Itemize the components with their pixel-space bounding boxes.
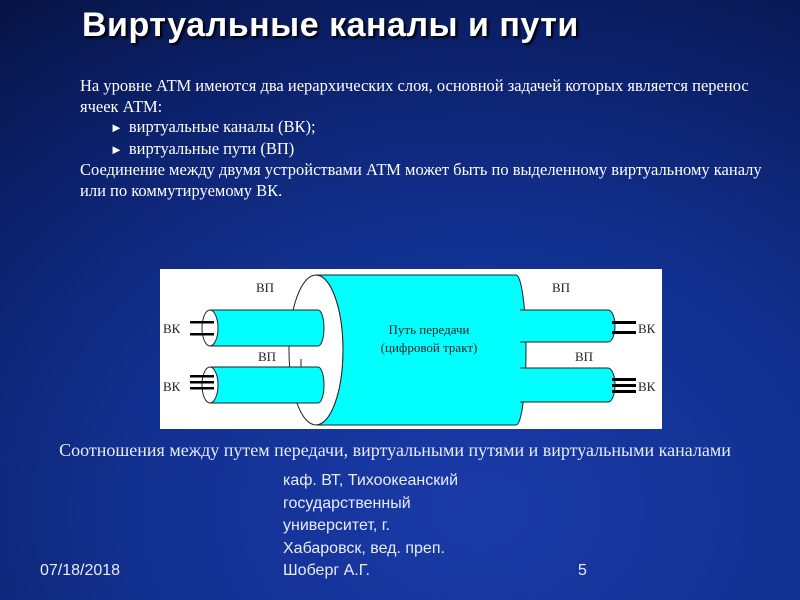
vp-tube-right-top bbox=[520, 309, 616, 343]
path-cylinder-body bbox=[315, 274, 527, 426]
path-label: Путь передачи bbox=[389, 322, 470, 337]
footer-line: университет, г. bbox=[283, 517, 391, 534]
footer-line: Шоберг А.Г. bbox=[283, 562, 370, 579]
slide-title: Виртуальные каналы и пути bbox=[82, 6, 579, 44]
arrow-bullet-icon: ► bbox=[110, 141, 123, 157]
vk-label: ВК bbox=[638, 321, 656, 336]
vp-tube-end bbox=[201, 366, 219, 404]
bullet-text: виртуальные каналы (ВК); bbox=[128, 117, 316, 136]
bullet-item: ► виртуальные пути (ВП) bbox=[80, 139, 780, 161]
footer-date: 07/18/2018 bbox=[40, 562, 121, 579]
bullet-text: виртуальные пути (ВП) bbox=[128, 138, 295, 158]
vp-label: ВП bbox=[258, 349, 276, 364]
slide-body: На уровне АТМ имеются два иерархических … bbox=[80, 76, 780, 201]
vp-tube-end bbox=[201, 309, 219, 347]
diagram-caption: Соотношения между путем передачи, виртуа… bbox=[59, 440, 731, 460]
page-number: 5 bbox=[578, 562, 587, 579]
footer-institution: каф. ВТ, Тихоокеанский государственный у… bbox=[283, 470, 458, 583]
vp-label: ВП bbox=[575, 349, 593, 364]
footer-line: государственный bbox=[283, 494, 411, 512]
vp-tube-left-top bbox=[209, 309, 325, 347]
vp-label: ВП bbox=[256, 280, 274, 295]
vk-lines bbox=[190, 321, 636, 393]
vk-label: ВК bbox=[163, 379, 181, 394]
vk-label: ВК bbox=[163, 321, 181, 336]
conclusion-text: Соединение между двумя устройствами АТМ … bbox=[80, 160, 762, 200]
footer-line: Хабаровск, вед. преп. bbox=[283, 539, 445, 557]
intro-text: На уровне АТМ имеются два иерархических … bbox=[80, 76, 749, 116]
bullet-item: ► виртуальные каналы (ВК); bbox=[80, 117, 780, 139]
footer-line: каф. ВТ, Тихоокеанский bbox=[283, 472, 459, 489]
path-label-sub: (цифровой тракт) bbox=[381, 340, 478, 355]
vk-label: ВК bbox=[638, 379, 656, 394]
vp-tube-left-bottom bbox=[209, 366, 325, 404]
vp-label: ВП bbox=[552, 280, 570, 295]
arrow-bullet-icon: ► bbox=[110, 120, 123, 135]
vp-tube-right-bottom bbox=[520, 367, 616, 403]
